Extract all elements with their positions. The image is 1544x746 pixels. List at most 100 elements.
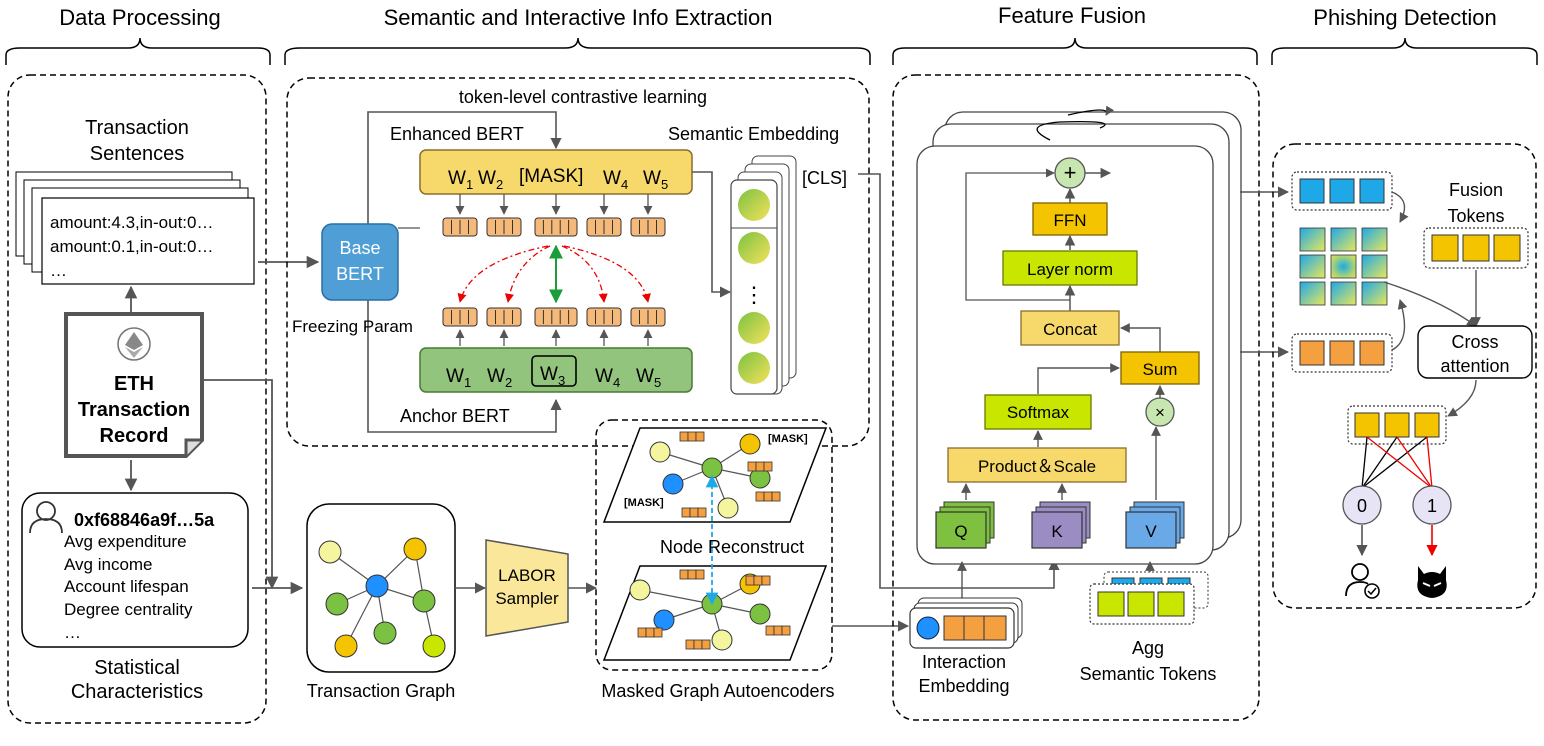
- negative-pair-arrow: [561, 245, 608, 303]
- arrow-contrastive-top: [367, 111, 562, 226]
- cross-attention-block: [1417, 325, 1533, 379]
- layer-norm-label: Layer norm: [1027, 260, 1113, 279]
- class-node-0: [1342, 485, 1382, 525]
- mgae-feature-token: [689, 507, 699, 518]
- benign-user-icon: [1345, 563, 1380, 599]
- phishing-box: [1272, 143, 1537, 609]
- base-bert-block: [321, 223, 399, 301]
- enhanced-token: W2: [478, 168, 503, 192]
- sem-dots: ⋮: [743, 282, 765, 307]
- stat-item: Avg expenditure: [64, 532, 187, 551]
- anchor-embedding-token: [534, 307, 578, 327]
- graph-node: [373, 621, 397, 645]
- sentence-1: amount:4.3,in-out:0…: [50, 213, 213, 232]
- header-phishing: Phishing Detection: [1313, 5, 1496, 30]
- times-label: ×: [1155, 403, 1165, 422]
- interaction-label-1: Interaction: [922, 652, 1006, 672]
- sem-embedding-circle: [738, 189, 770, 221]
- interaction-node: [916, 616, 940, 640]
- fusion-box: [892, 74, 1260, 721]
- mgae-feature-token: [679, 569, 689, 580]
- brace-semantic: [284, 37, 871, 65]
- brace-phishing: [1271, 37, 1538, 65]
- mgae-feature-token: [695, 431, 705, 442]
- anchor-highlight-token: [531, 355, 577, 387]
- arrow-record-to-graph: [204, 379, 279, 590]
- ffn-block: [1032, 202, 1108, 236]
- mgae-feature-token: [645, 627, 655, 638]
- mgae-feature-token: [685, 639, 695, 650]
- k-block: [1031, 511, 1083, 549]
- fusion-tokens-label-1: Fusion: [1449, 180, 1503, 200]
- fusion-matrix-cell: [1330, 281, 1357, 306]
- v-label: V: [1145, 522, 1157, 541]
- base-bert-label-2: BERT: [336, 264, 384, 284]
- node-reconstruct-label: Node Reconstruct: [660, 537, 804, 557]
- q-label: Q: [954, 522, 967, 541]
- cross-attention-label-2: attention: [1440, 356, 1509, 376]
- enhanced-token: W1: [448, 168, 473, 192]
- graph-node: [325, 592, 349, 616]
- ethereum-icon: [117, 327, 151, 361]
- sum-label: Sum: [1143, 360, 1178, 379]
- enhanced-embeddings: [442, 194, 666, 237]
- arrow-cls-to-fusion: [858, 173, 1060, 589]
- graph-node: [412, 589, 436, 613]
- interaction-label-2: Embedding: [918, 676, 1009, 696]
- stat-item: Degree centrality: [64, 600, 193, 619]
- record-label-2: Transaction: [78, 399, 190, 421]
- sentence-3: …: [50, 261, 67, 280]
- masked-graph: [649, 431, 781, 519]
- product-scale-block: [947, 447, 1127, 483]
- data-processing-panel: Transaction Sentences amount:4.3,in-out:…: [7, 74, 267, 724]
- mgae-box: [595, 419, 833, 671]
- enhanced-token: [MASK]: [519, 166, 583, 187]
- negative-pair-arrow: [563, 245, 651, 303]
- mgae-feature-token: [681, 507, 691, 518]
- mgae-feature-token: [755, 491, 765, 502]
- freezing-label: Freezing Param: [292, 317, 413, 336]
- stat-label-2: Characteristics: [71, 681, 203, 703]
- transaction-graph-label: Transaction Graph: [307, 681, 455, 701]
- contrastive-label: token-level contrastive learning: [459, 87, 707, 107]
- mgae-feature-token: [679, 431, 689, 442]
- graph-node: [662, 473, 684, 495]
- agg-label-1: Agg: [1132, 638, 1164, 658]
- concat-block: [1020, 310, 1120, 346]
- anchor-bert-label: Anchor BERT: [400, 406, 510, 426]
- graph-node: [717, 497, 739, 519]
- semantic-box: [286, 77, 870, 447]
- mgae-feature-token: [637, 627, 647, 638]
- mgae-feature-token: [753, 575, 763, 586]
- labor-label-2: Sampler: [495, 589, 559, 608]
- brace-data-processing: [5, 37, 271, 65]
- fusion-matrix-cell: [1330, 254, 1357, 279]
- tx-sentences-label-2: Sentences: [90, 143, 185, 165]
- mgae-label: Masked Graph Autoencoders: [601, 681, 834, 701]
- mgae-feature-token: [693, 639, 703, 650]
- mgae-feature-token: [763, 461, 773, 472]
- base-bert-label-1: Base: [339, 238, 380, 258]
- stats-box: [21, 492, 249, 648]
- mask-label-1: [MASK]: [768, 433, 808, 445]
- concat-label: Concat: [1043, 320, 1097, 339]
- data-processing-box: [7, 74, 267, 724]
- class-label-1: 1: [1427, 496, 1437, 516]
- enhanced-bert-label: Enhanced BERT: [390, 124, 524, 144]
- account-address: 0xf68846a9f…5a: [74, 510, 215, 530]
- labor-label-1: LABOR: [498, 566, 556, 585]
- fusion-matrix-cell: [1361, 254, 1388, 279]
- anchor-token: W1: [446, 366, 471, 390]
- mask-label-2: [MASK]: [624, 497, 664, 509]
- fusion-tokens-label-2: Tokens: [1447, 206, 1504, 226]
- mgae-feature-token: [773, 625, 783, 636]
- mgae-feature-token: [747, 461, 757, 472]
- header-fusion: Feature Fusion: [998, 3, 1146, 28]
- enhanced-tokens: W1 W2 [MASK] W4 W5: [448, 166, 668, 192]
- graph-node: [649, 441, 671, 463]
- semantic-panel: token-level contrastive learning Enhance…: [286, 77, 870, 447]
- sum-block: [1120, 351, 1200, 385]
- mgae-feature-token: [771, 491, 781, 502]
- sem-embedding-circle: [738, 312, 770, 344]
- mgae-feature-token: [701, 639, 711, 650]
